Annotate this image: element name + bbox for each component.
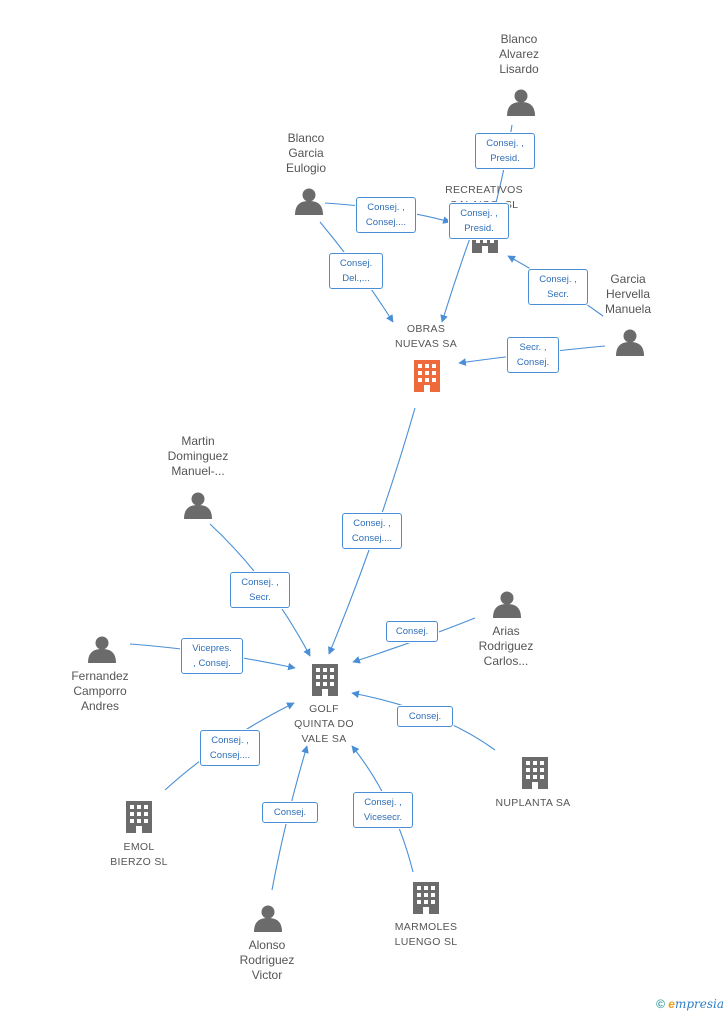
edge-label-e5[interactable]: Consej. Del.,... bbox=[329, 253, 383, 289]
edge-label-e11[interactable]: Consej. bbox=[397, 706, 453, 727]
edge-label-e10[interactable]: Vicepres. , Consej. bbox=[181, 638, 243, 674]
company-label-emol-bierzo[interactable]: EMOL BIERZO SL bbox=[110, 841, 168, 868]
empresia-logo[interactable]: © empresia bbox=[656, 997, 724, 1011]
company-label-nuplanta[interactable]: NUPLANTA SA bbox=[495, 797, 571, 809]
person-label-garcia-hervella[interactable]: Garcia Hervella Manuela bbox=[604, 272, 652, 316]
edge-label-e6[interactable]: Secr. , Consej. bbox=[507, 337, 559, 373]
building-icon[interactable] bbox=[413, 882, 439, 914]
person-icon[interactable] bbox=[616, 329, 644, 357]
person-icon[interactable] bbox=[184, 492, 212, 520]
edge-label-e7[interactable]: Consej. , Consej.... bbox=[342, 513, 402, 549]
edge-label-e1[interactable]: Consej. , Presid. bbox=[475, 133, 535, 169]
person-label-blanco-garcia[interactable]: Blanco Garcia Eulogio bbox=[285, 131, 327, 175]
person-label-blanco-alvarez[interactable]: Blanco Alvarez Lisardo bbox=[498, 32, 539, 76]
edge-label-e12[interactable]: Consej. , Consej.... bbox=[200, 730, 260, 766]
person-icon[interactable] bbox=[254, 905, 282, 933]
edge-label-e13[interactable]: Consej. bbox=[262, 802, 318, 823]
copyright-icon: © bbox=[656, 997, 665, 1011]
person-label-fernandez-camporro[interactable]: Fernandez Camporro Andres bbox=[71, 669, 129, 713]
person-label-arias-rodriguez[interactable]: Arias Rodriguez Carlos... bbox=[478, 624, 534, 668]
person-icon[interactable] bbox=[88, 636, 116, 664]
company-label-golf-quinta[interactable]: GOLF QUINTA DO VALE SA bbox=[294, 703, 354, 745]
person-label-alonso-rodriguez[interactable]: Alonso Rodriguez Victor bbox=[239, 938, 295, 982]
person-icon[interactable] bbox=[507, 89, 535, 117]
company-label-marmoles-luengo[interactable]: MARMOLES LUENGO SL bbox=[394, 921, 458, 948]
person-icon[interactable] bbox=[493, 591, 521, 619]
edge-label-e9[interactable]: Consej. bbox=[386, 621, 438, 642]
person-label-martin-dominguez[interactable]: Martin Dominguez Manuel-... bbox=[167, 434, 229, 478]
edge-label-e3[interactable]: Consej. , Presid. bbox=[449, 203, 509, 239]
building-icon[interactable] bbox=[312, 664, 338, 696]
person-icon[interactable] bbox=[295, 188, 323, 216]
building-icon[interactable] bbox=[522, 757, 548, 789]
edge-label-e2[interactable]: Consej. , Consej.... bbox=[356, 197, 416, 233]
company-label-obras-nuevas[interactable]: OBRAS NUEVAS SA bbox=[394, 323, 458, 350]
building-highlight-icon[interactable] bbox=[414, 360, 440, 392]
building-icon[interactable] bbox=[126, 801, 152, 833]
edge-label-e8[interactable]: Consej. , Secr. bbox=[230, 572, 290, 608]
brand-name: mpresia bbox=[674, 997, 724, 1011]
edge-label-e14[interactable]: Consej. , Vicesecr. bbox=[353, 792, 413, 828]
edge-line-e3 bbox=[440, 237, 471, 323]
brand-initial: e bbox=[668, 997, 675, 1011]
edge-label-e4[interactable]: Consej. , Secr. bbox=[528, 269, 588, 305]
